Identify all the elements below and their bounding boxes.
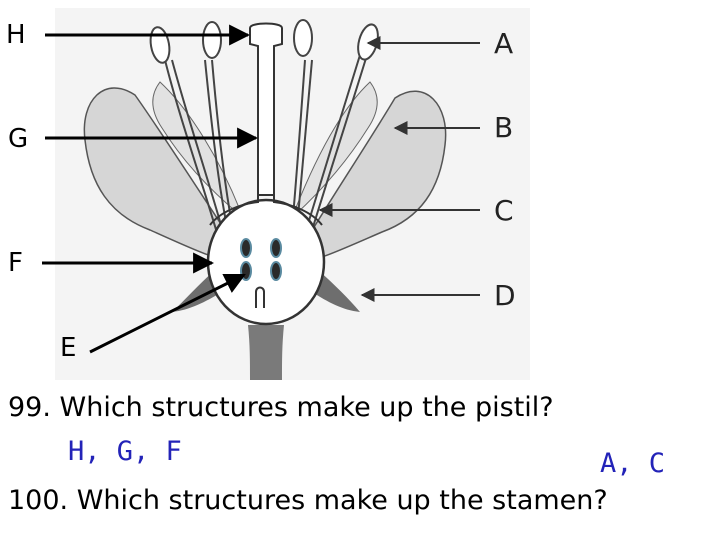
label-F: F	[8, 250, 23, 276]
label-D: D	[494, 282, 516, 310]
label-E: E	[60, 335, 76, 361]
question-100: 100. Which structures make up the stamen…	[8, 487, 608, 514]
answer-100: A, C	[600, 450, 665, 477]
answer-99: H, G, F	[68, 438, 182, 465]
label-C: C	[494, 197, 514, 225]
receptacle-stalk	[248, 325, 284, 380]
label-B: B	[494, 114, 513, 142]
question-99: 99. Which structures make up the pistil?	[8, 394, 554, 421]
label-A: A	[494, 30, 513, 58]
label-G: G	[8, 126, 28, 152]
ovary	[208, 200, 324, 324]
label-H: H	[6, 22, 26, 48]
